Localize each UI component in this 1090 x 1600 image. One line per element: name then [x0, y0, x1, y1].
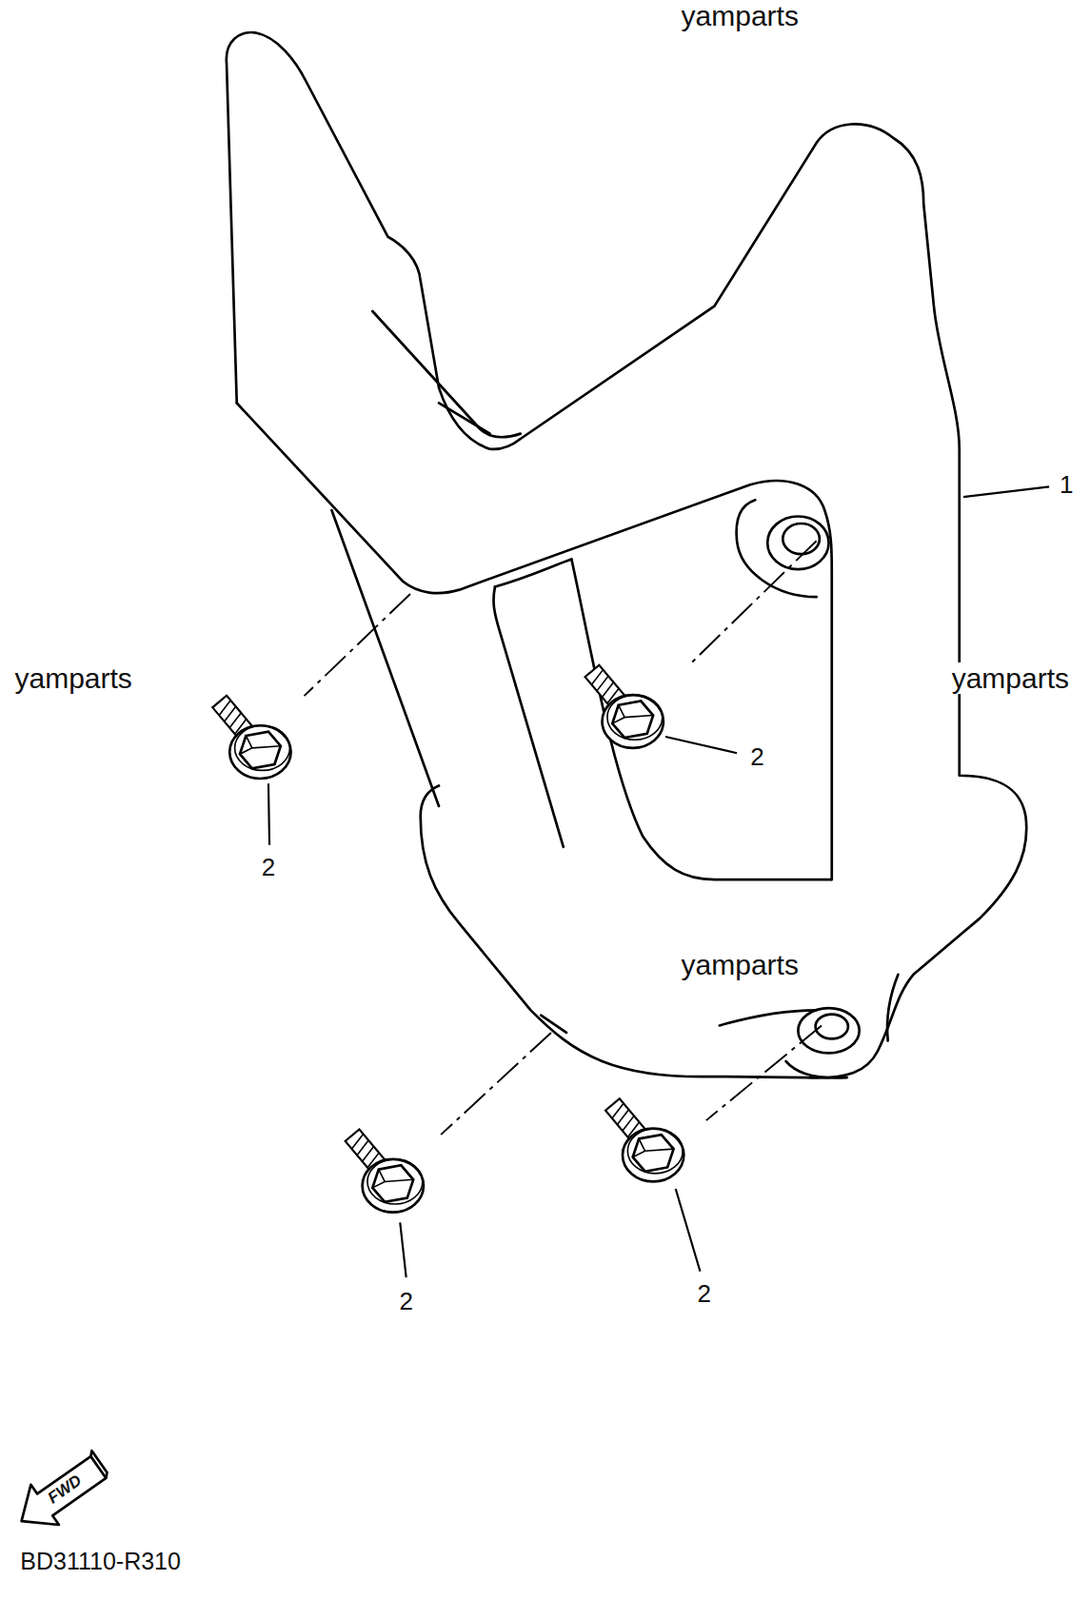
watermark: yamparts	[13, 662, 135, 694]
callout-number: 2	[748, 743, 766, 772]
watermark: yamparts	[679, 949, 801, 981]
watermark: yamparts	[679, 0, 801, 32]
figure-code: BD31110-R310	[18, 1548, 183, 1576]
callout-number: 2	[396, 1288, 415, 1316]
callout-number: 1	[1057, 471, 1075, 499]
callout-number: 2	[695, 1280, 714, 1308]
callout-number: 2	[259, 853, 278, 882]
direction-mark: FWD	[43, 1470, 88, 1509]
watermark: yamparts	[950, 662, 1071, 694]
